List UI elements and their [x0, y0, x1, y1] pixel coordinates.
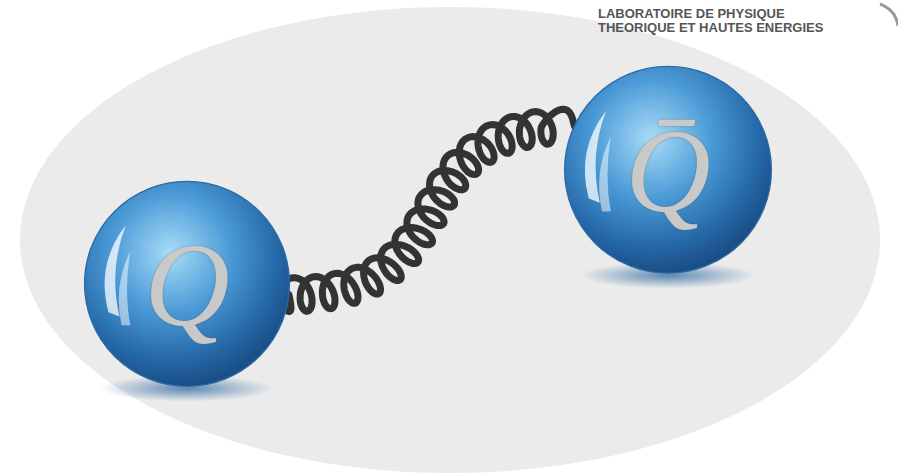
sphere-gloss [119, 251, 131, 325]
quark-sphere: Q̄ [558, 62, 778, 282]
sphere-gloss [599, 137, 611, 212]
quark-symbol: Q̄ [558, 62, 778, 282]
gluon-spring [278, 109, 574, 311]
background-ellipse [20, 7, 880, 473]
lab-name: LABORATOIRE DE PHYSIQUE THEORIQUE ET HAU… [598, 7, 860, 35]
quark-symbol: Q [78, 177, 296, 395]
logo-arc [880, 4, 898, 26]
quark-sphere: Q [78, 177, 296, 395]
